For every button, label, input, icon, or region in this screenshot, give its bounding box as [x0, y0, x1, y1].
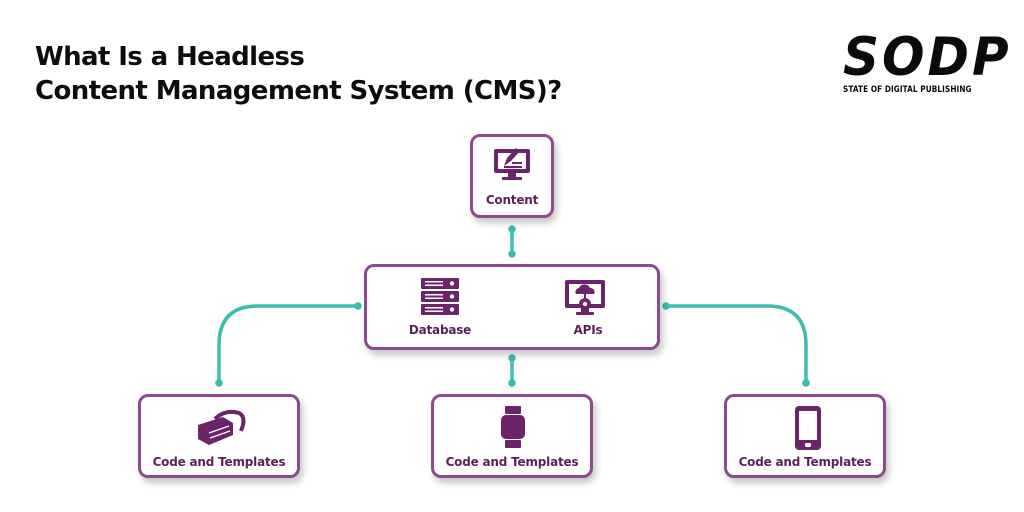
vr-headset-icon [198, 409, 246, 445]
smartwatch-icon [501, 406, 525, 448]
connector-dot [508, 225, 516, 233]
connector-dot [802, 379, 810, 387]
backend-node: Database APIs [364, 264, 660, 350]
apis-label: APIs [573, 323, 603, 337]
connector-backend-right [664, 304, 808, 385]
output-label-vr: Code and Templates [152, 455, 286, 469]
content-label: Content [485, 193, 539, 207]
connector-backend-left [217, 304, 360, 385]
output-node-watch: Code and Templates [431, 394, 593, 478]
connector-dot [508, 250, 516, 258]
connector-dot [662, 302, 670, 310]
logo-tagline: STATE OF DIGITAL PUBLISHING [843, 85, 972, 95]
connector-dot [354, 302, 362, 310]
page-title: What Is a Headless Content Management Sy… [35, 40, 562, 108]
smartphone-icon [795, 406, 821, 450]
connector-dot [215, 379, 223, 387]
database-label: Database [408, 323, 472, 337]
content-node: Content [470, 134, 554, 218]
monitor-pen-icon [494, 148, 530, 180]
title-line-1: What Is a Headless [35, 42, 305, 72]
server-stack-icon [421, 278, 459, 315]
connector-dot [508, 354, 516, 362]
output-label-watch: Code and Templates [445, 455, 579, 469]
title-line-2: Content Management System (CMS)? [35, 76, 562, 106]
output-node-phone: Code and Templates [724, 394, 886, 478]
output-node-vr: Code and Templates [138, 394, 300, 478]
cloud-monitor-gear-icon [565, 280, 605, 315]
output-label-phone: Code and Templates [738, 455, 872, 469]
logo-wordmark: SODP [843, 26, 1012, 88]
sodp-logo: SODP STATE OF DIGITAL PUBLISHING [843, 26, 1012, 95]
connector-dot [508, 379, 516, 387]
